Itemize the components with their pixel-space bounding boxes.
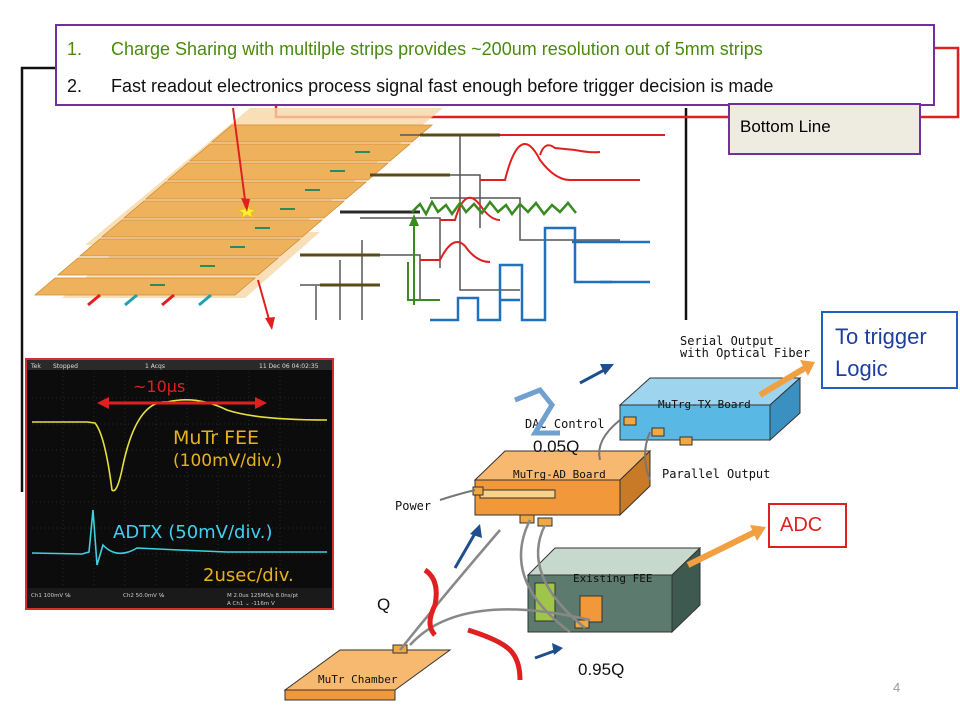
- scope-footer-trig: A Ch1 ⌄ -116m V: [227, 601, 275, 607]
- time-scale-label: 2usec/div.: [203, 565, 294, 586]
- key-point-1-number: 1.: [67, 39, 83, 59]
- trigger-line-2: Logic: [835, 356, 888, 381]
- trigger-logic-box: To trigger Logic: [821, 311, 958, 389]
- ad-board-label: MuTrg-AD Board: [513, 468, 606, 481]
- power-label: Power: [395, 499, 431, 513]
- frame-left-line: [20, 66, 55, 492]
- adtx-trace: [31, 509, 327, 566]
- label-095q: 0.95Q: [578, 660, 625, 679]
- board-diagram: MuTrg-TX Board Serial Output with Optica…: [283, 334, 815, 701]
- scope-footer-ch1: Ch1 100mV ℅: [31, 592, 71, 599]
- key-point-2-text: Fast readout electronics process signal …: [111, 76, 774, 96]
- trigger-line-1: To trigger: [835, 324, 927, 349]
- blue-pulses: [430, 226, 612, 322]
- scope-header-left: Tek: [30, 363, 41, 370]
- red-pulses: [420, 134, 665, 263]
- scope-header-acqs: 1 Acqs: [145, 363, 165, 370]
- fee-trace: [32, 399, 328, 492]
- adtx-label: ADTX (50mV/div.): [113, 522, 273, 543]
- fee-scale-label: (100mV/div.): [173, 451, 282, 471]
- chamber-label: MuTr Chamber: [318, 673, 398, 686]
- key-point-1-text: Charge Sharing with multilple strips pro…: [111, 39, 763, 59]
- scope-header-date: 11 Dec 06 04:02:35: [259, 363, 319, 370]
- bottom-line-box: Bottom Line: [728, 103, 921, 155]
- adc-box: ADC: [768, 503, 847, 548]
- key-point-2: 2. Fast readout electronics process signa…: [67, 76, 773, 97]
- oscilloscope-image: Tek Stopped 1 Acqs 11 Dec 06 04:02:35: [25, 358, 334, 610]
- green-noise: [411, 199, 577, 217]
- label-005q: 0.05Q: [533, 437, 580, 456]
- span-label: ~10μs: [133, 377, 185, 396]
- optical-fiber-label: with Optical Fiber: [680, 346, 810, 360]
- oscilloscope-screen: Tek Stopped 1 Acqs 11 Dec 06 04:02:35: [27, 360, 332, 608]
- scope-footer-ch2: Ch2 50.0mV ℅: [123, 592, 165, 599]
- existing-fee-label: Existing FEE: [573, 572, 652, 585]
- page-number: 4: [893, 680, 901, 695]
- fee-name-label: MuTr FEE: [173, 427, 259, 449]
- key-points-box: 1. Charge Sharing with multilple strips p…: [55, 24, 935, 106]
- key-point-1: 1. Charge Sharing with multilple strips p…: [67, 39, 763, 60]
- serial-output-label: Serial Output: [680, 334, 774, 348]
- parallel-output-label: Parallel Output: [662, 467, 770, 481]
- scope-header-state: Stopped: [53, 363, 78, 370]
- tx-board-label: MuTrg-TX Board: [658, 398, 751, 411]
- key-point-2-number: 2.: [67, 76, 83, 96]
- scope-footer-time: M 2.0us 125MS/s 8.0ns/pt: [227, 593, 299, 599]
- strip-planes: [33, 107, 443, 330]
- label-q: Q: [377, 595, 391, 614]
